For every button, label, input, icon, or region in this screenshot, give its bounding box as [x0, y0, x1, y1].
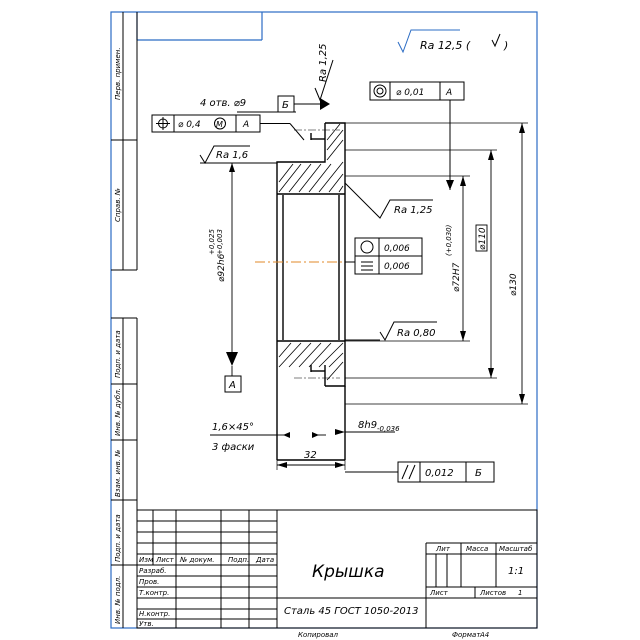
mass-header: Масса [466, 545, 488, 553]
title-block [136, 509, 538, 629]
scale-header: Масштаб [499, 545, 533, 553]
bottom-roughness-label: Ra 0,80 [397, 328, 436, 339]
dim-groove-text: 8h9 [358, 420, 377, 431]
hatching-bottom [278, 342, 344, 381]
dim-d92: ⌀92h6 +0,025 +0,003 [208, 163, 238, 376]
parallel-frame-value: 0,012 [425, 468, 454, 479]
concentric-frame-value: ⌀ 0,01 [396, 88, 424, 98]
top-roughness-label: Ra 1,25 [318, 43, 329, 82]
footer-format: Формат [452, 631, 481, 639]
side-label-4: Инв. № дубл. [114, 388, 122, 436]
part-section [255, 122, 355, 461]
chamfer-text: 1,6×45° [212, 422, 254, 433]
role-prov: Пров. [139, 578, 159, 586]
cylindricity-value: 0,006 [384, 262, 410, 272]
datum-b-top-label: Б [282, 100, 289, 111]
col-izm: Изм [139, 556, 154, 564]
parallel-frame-datum: Б [475, 468, 482, 479]
general-roughness-label: Ra 12,5 ( [420, 39, 471, 52]
sheets-value: 1 [518, 589, 522, 597]
role-tkontr: Т.контр. [139, 589, 169, 597]
chamfer-note-text: 3 фаски [212, 442, 255, 453]
general-roughness: Ra 12,5 ( ) [397, 29, 508, 54]
role-nkontr: Н.контр. [139, 610, 170, 618]
bore-roughness-label: Ra 1,25 [394, 205, 433, 216]
dim-d92-lower: +0,003 [216, 229, 224, 255]
runout-value: 0,006 [384, 244, 410, 254]
side-label-2: Справ. № [114, 188, 122, 222]
dim-d72-text: ⌀72H7 [452, 262, 462, 292]
side-labels: Перв. примен. Справ. № Подп. и дата Инв.… [114, 47, 122, 624]
role-razrab: Разраб. [139, 567, 167, 575]
dim-d130: ⌀130 [345, 122, 528, 405]
position-frame [151, 111, 305, 141]
side-label-7: Инв. № подл. [114, 576, 122, 624]
chamfer-note: 1,6×45° 3 фаски [210, 422, 326, 453]
left-roughness-label: Ra 1,6 [216, 150, 248, 161]
left-roughness: Ra 1,6 [199, 145, 277, 165]
bore-roughness: Ra 1,25 [344, 182, 433, 219]
dim-d92-upper: +0,025 [208, 229, 216, 255]
col-doc: № докум. [179, 556, 215, 564]
dim-groove: 8h9 -0,036 [335, 420, 400, 435]
dim-d110: ⌀110 [345, 149, 497, 379]
side-label-6: Подп. и дата [114, 514, 122, 562]
dim-d130-text: ⌀130 [509, 273, 519, 296]
sheets-label: Листов [479, 589, 506, 597]
dim-d110-text: ⌀110 [478, 227, 488, 250]
position-frame-modifier: M [216, 120, 223, 129]
hatching-top [278, 123, 344, 193]
parallel-frame [345, 461, 495, 483]
general-roughness-close: ) [503, 39, 508, 52]
lit-header: Лит [435, 545, 451, 553]
col-list: Лист [155, 556, 175, 564]
scale-value: 1:1 [508, 566, 524, 577]
form-frames [345, 237, 423, 275]
footer-copied: Копировал [298, 631, 339, 639]
concentric-frame-datum: A [445, 88, 452, 98]
bottom-roughness: Ra 0,80 [345, 321, 437, 342]
dim-d92-text: ⌀92h6 [217, 253, 227, 282]
side-label-5: Взам. инв. № [114, 449, 122, 497]
holes-note: 4 отв. ⌀9 [200, 98, 246, 109]
dim-length: 32 [276, 450, 346, 470]
col-date: Дата [255, 556, 274, 564]
dim-d72-tol: (+0,030) [445, 224, 453, 256]
role-utv: Утв. [139, 620, 154, 628]
dim-d72: ⌀72H7 (+0,030) [345, 175, 470, 342]
position-frame-value: ⌀ 0,4 [178, 120, 201, 130]
datum-a-bottom-label: A [228, 380, 236, 391]
side-label-1: Перв. примен. [114, 47, 122, 100]
col-sign: Подп. [228, 556, 249, 564]
sheet-label: Лист [429, 589, 449, 597]
concentric-frame [369, 81, 465, 190]
position-frame-datum: A [242, 120, 249, 130]
datum-b-top: Б [277, 95, 330, 113]
top-roughness: Ra 1,25 [314, 43, 334, 102]
side-label-3: Подп. и дата [114, 330, 122, 378]
dim-length-text: 32 [304, 450, 317, 461]
dim-groove-tol: -0,036 [377, 425, 400, 433]
part-name: Крышка [312, 562, 385, 582]
footer-format-value: А4 [479, 631, 489, 639]
material: Сталь 45 ГОСТ 1050-2013 [284, 606, 419, 617]
datum-a-bottom: A [224, 375, 242, 393]
